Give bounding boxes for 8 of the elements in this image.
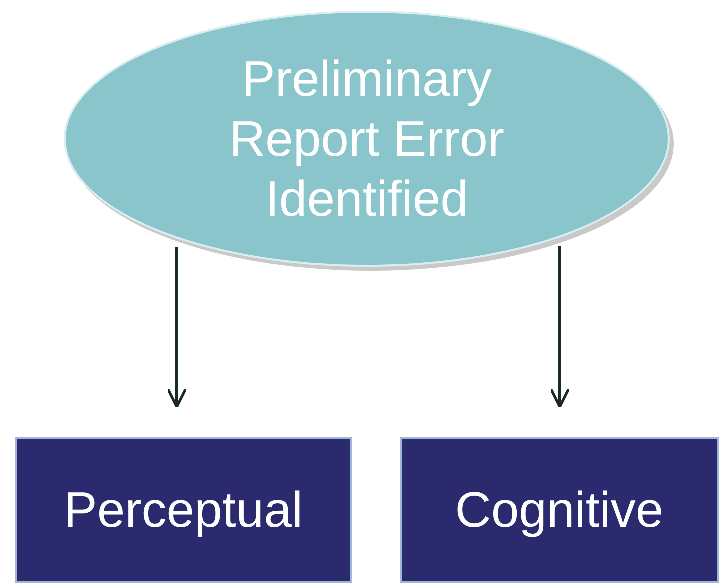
node-label: Cognitive: [455, 481, 664, 540]
ellipse-node: [62, 8, 672, 270]
node-label: Preliminary Report Error Identified: [228, 50, 506, 229]
arrow: [166, 247, 188, 408]
process-box: [400, 437, 719, 583]
arrow: [550, 246, 570, 408]
process-box: [15, 437, 352, 583]
node-label: Perceptual: [64, 481, 304, 540]
